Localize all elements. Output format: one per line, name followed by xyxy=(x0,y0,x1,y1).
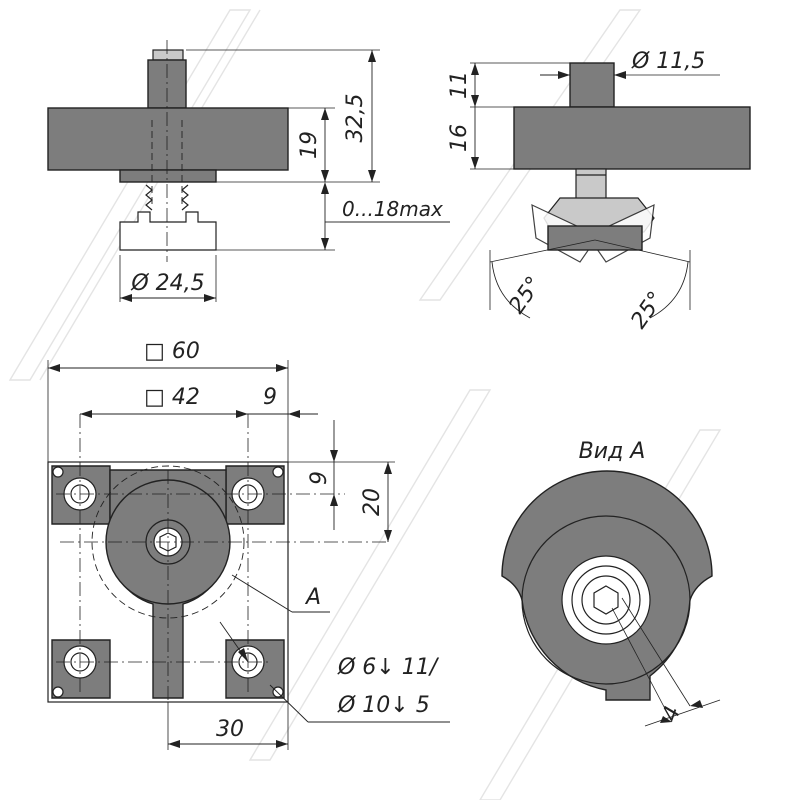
view-a: Вид А 4 xyxy=(501,439,721,727)
foot-pad xyxy=(119,211,217,251)
dim-hole-spacing: □ 42 xyxy=(144,385,200,410)
section-marker-a: A xyxy=(304,585,321,610)
view-a-ring xyxy=(521,515,691,685)
dim-foot-diameter: Ø 24,5 xyxy=(130,271,204,296)
dim-total-height: 32,5 xyxy=(343,94,368,143)
dim-stud-length: 11 xyxy=(447,71,472,99)
dim-hole-offset-y: 9 xyxy=(307,471,332,485)
side-foot xyxy=(547,225,643,251)
view-a-hex-icon xyxy=(593,585,619,615)
bottom-collar xyxy=(119,169,217,183)
dim-tilt-right: 25° xyxy=(626,287,669,333)
main-body xyxy=(47,107,289,171)
dim-tilt-left: 25° xyxy=(504,272,547,318)
hole-spec-line1: Ø 6↓ 11/ xyxy=(337,655,440,680)
dim-stud-diameter: Ø 11,5 xyxy=(631,49,705,74)
side-stud xyxy=(569,62,615,108)
front-view: 32,5 19 0...18max Ø 24,5 xyxy=(47,40,450,302)
side-body xyxy=(513,106,751,170)
side-view: Ø 11,5 11 16 25° 25° xyxy=(447,49,751,333)
dim-adjust-range: 0...18max xyxy=(342,197,443,221)
stud-thread-top xyxy=(152,49,184,61)
dim-side-body-height: 16 xyxy=(447,124,472,152)
dim-plate-size: □ 60 xyxy=(144,339,200,364)
view-a-title: Вид А xyxy=(579,439,646,464)
thread-left xyxy=(145,184,153,211)
dim-body-height: 19 xyxy=(297,131,322,159)
dim-edge-offset: 9 xyxy=(263,385,277,410)
hole-spec-line2: Ø 10↓ 5 xyxy=(337,693,430,718)
view-a-boss xyxy=(561,555,651,645)
thread-right xyxy=(181,184,189,211)
plan-view: □ 60 □ 42 9 9 20 A Ø 6↓ 11/ Ø 10↓ 5 xyxy=(47,339,450,750)
dim-slot-width: 30 xyxy=(216,717,244,742)
dim-center-offset: 20 xyxy=(360,488,385,516)
